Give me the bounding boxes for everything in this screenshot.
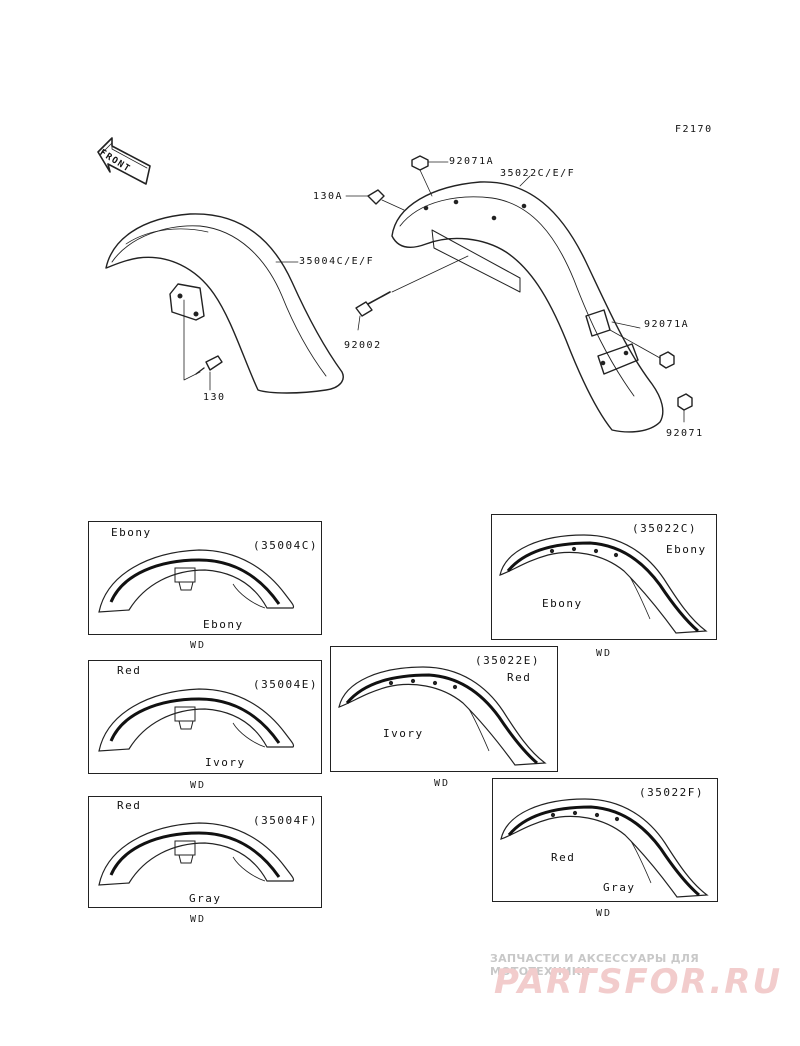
variant-note: WD [596, 648, 613, 659]
variant-code: (35004C) [253, 539, 318, 552]
variant-note: WD [434, 778, 451, 789]
variant-note: WD [190, 914, 207, 925]
front-fender-variant-drawing [98, 822, 295, 886]
callout-bolt-92002: 92002 [344, 340, 382, 351]
figure-code: F2170 [675, 124, 713, 135]
callout-bolt-130: 130 [203, 392, 226, 403]
watermark-tagline: ЗАПЧАСТИ И АКСЕССУАРЫ ДЛЯ МОТОТЕХНИКИ [490, 952, 700, 978]
variant-label-bottom: Ivory [383, 727, 424, 740]
front-fender-shape [105, 213, 344, 394]
variant-box-35004f: Red (35004F) Gray [88, 796, 322, 908]
variant-note: WD [190, 780, 207, 791]
variant-label-top: Red [117, 799, 142, 812]
variant-label-bottom: Ebony [203, 618, 244, 631]
variant-box-35022f: (35022F) Red Gray [492, 778, 718, 902]
variant-label-top: Red [507, 671, 532, 684]
front-fender-variant-drawing [98, 549, 295, 613]
variant-box-35022e: (35022E) Red Ivory [330, 646, 558, 772]
variant-note: WD [596, 908, 613, 919]
variant-label-bottom: Ebony [542, 597, 583, 610]
front-direction-arrow [97, 137, 151, 185]
variant-box-35022c: (35022C) Ebony Ebony [491, 514, 717, 640]
variant-code: (35004F) [253, 814, 318, 827]
variant-note: WD [190, 640, 207, 651]
watermark-brand: PARTSFOR.RU [494, 962, 783, 1002]
variant-label-bottom: Gray [603, 881, 636, 894]
variant-box-35004e: Red (35004E) Ivory [88, 660, 322, 774]
callout-nut-mid: 92071A [644, 319, 690, 330]
variant-code: (35004E) [253, 678, 318, 691]
rear-fender-variant-drawing [500, 798, 709, 898]
variant-box-35004c: Ebony (35004C) Ebony [88, 521, 322, 635]
front-fender-variant-drawing [98, 688, 295, 752]
callout-bolt-130a: 130A [313, 191, 344, 202]
variant-code: (35022F) [639, 786, 704, 799]
rear-fender-variant-drawing [338, 666, 547, 766]
rear-fender-shape [355, 155, 693, 433]
callout-rear-fender: 35022C/E/F [500, 168, 576, 179]
variant-label-bottom: Gray [189, 892, 222, 905]
rear-fender-variant-drawing [499, 534, 708, 634]
variant-code: (35022C) [632, 522, 697, 535]
variant-label-top: Ebony [666, 543, 707, 556]
variant-code: (35022E) [475, 654, 540, 667]
variant-label-top: Ebony [111, 526, 152, 539]
callout-front-fender: 35004C/E/F [299, 256, 375, 267]
callout-nut-top: 92071A [449, 156, 495, 167]
variant-label-bottom: Ivory [205, 756, 246, 769]
variant-label-top: Red [117, 664, 142, 677]
variant-label-top: Red [551, 851, 576, 864]
callout-nut-low: 92071 [666, 428, 704, 439]
